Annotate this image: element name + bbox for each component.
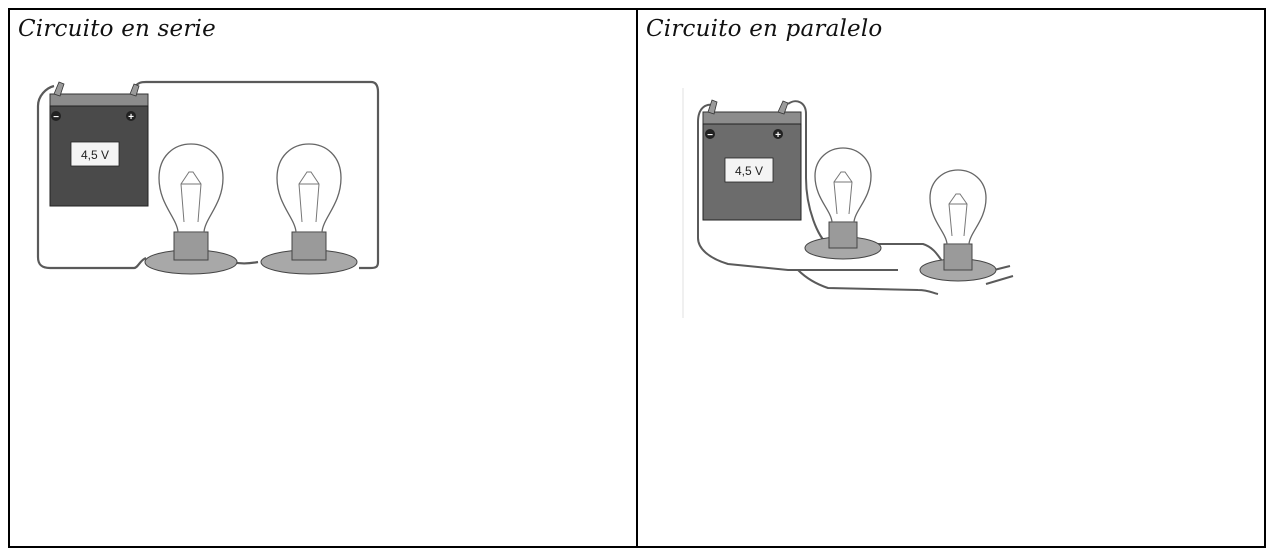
series-circuit-title: Circuito en serie (18, 16, 216, 42)
parallel-wire-branch-bottom (797, 269, 939, 295)
parallel-negative-sign: − (707, 130, 713, 141)
series-positive-terminal (126, 111, 136, 121)
parallel-bulb-1-filament (833, 171, 853, 215)
parallel-positive-sign: + (775, 130, 781, 141)
parallel-negative-terminal (705, 129, 715, 139)
series-circuit-cell: Circuito en serie 4,5 V − + (10, 10, 638, 546)
series-bulb-1-filament (180, 171, 202, 223)
series-bulb-2-filament (298, 171, 320, 223)
parallel-bulb-1-glass (814, 147, 872, 223)
series-bulb-1 (144, 143, 238, 275)
series-bulb-1-glass (158, 143, 224, 233)
series-battery-body (49, 105, 149, 207)
parallel-circuit-diagram: 4,5 V − + (682, 88, 1014, 318)
parallel-bulb-2-socket (943, 243, 973, 271)
series-battery: 4,5 V − + (49, 81, 149, 207)
series-negative-sign: − (53, 112, 59, 123)
parallel-clip-right (777, 100, 789, 115)
parallel-positive-terminal (773, 129, 783, 139)
parallel-wire-negative (697, 103, 898, 271)
series-positive-sign: + (128, 112, 134, 123)
parallel-bulb-2-filament (948, 193, 968, 237)
parallel-wire-positive (787, 100, 829, 245)
parallel-battery: 4,5 V − + (702, 99, 802, 221)
parallel-bulb-1 (804, 147, 882, 260)
parallel-bulb-2-glass (929, 169, 987, 245)
parallel-battery-label: 4,5 V (735, 164, 763, 178)
series-battery-label-box (70, 141, 120, 167)
series-bulb-2-glass (276, 143, 342, 233)
series-bulb-2-socket (291, 231, 327, 261)
parallel-circuit-cell: Circuito en paralelo 4,5 V − (638, 10, 1264, 546)
comparison-table: Circuito en serie 4,5 V − + (8, 8, 1266, 548)
series-clip-right (129, 83, 140, 97)
parallel-circuit-title: Circuito en paralelo (646, 16, 883, 42)
parallel-clip-left (707, 99, 718, 115)
parallel-bulb-2 (919, 169, 997, 282)
series-battery-label: 4,5 V (81, 148, 109, 162)
series-wire-left (36, 84, 147, 270)
series-circuit-diagram: 4,5 V − + (36, 80, 380, 275)
series-wire-top (133, 80, 380, 270)
parallel-battery-label-box (724, 157, 774, 183)
series-bulb-1-socket (173, 231, 209, 261)
parallel-bulb-1-socket (828, 221, 858, 249)
series-bulb-2 (260, 143, 358, 275)
series-clip-left (53, 81, 65, 97)
series-negative-terminal (51, 111, 61, 121)
